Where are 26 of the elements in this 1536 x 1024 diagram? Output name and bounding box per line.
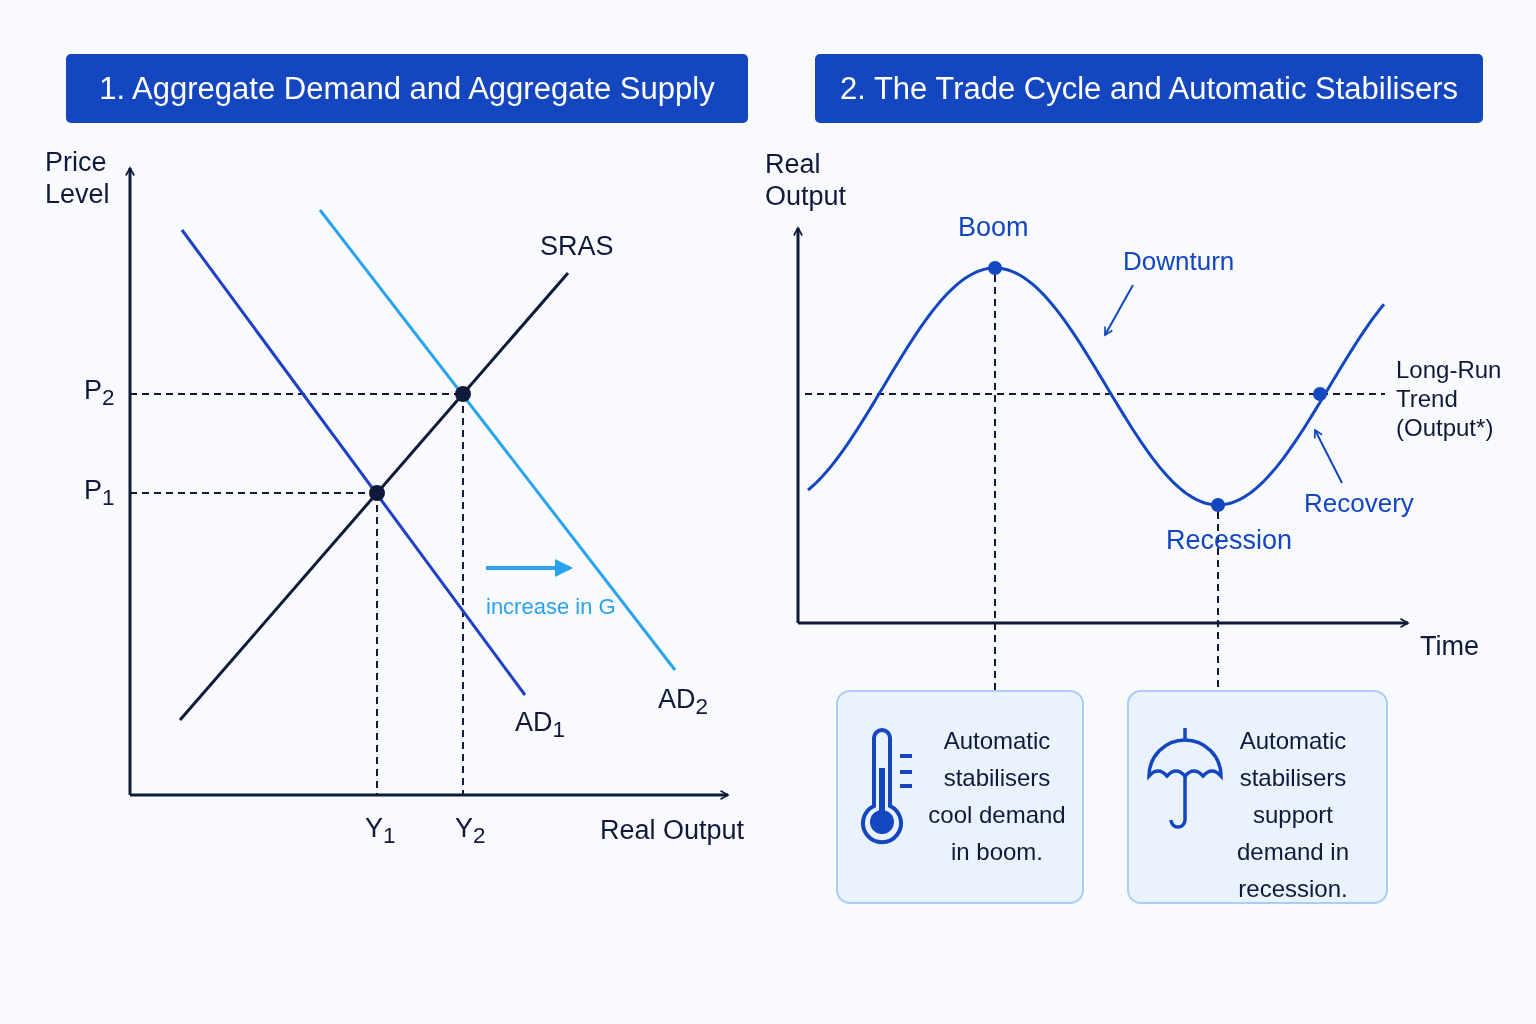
phase-label: Boom <box>958 211 1029 244</box>
leader-arrow <box>1313 429 1343 484</box>
tick-label: Y$_{1}$ <box>365 812 396 850</box>
panel-heading: 1. Aggregate Demand and Aggregate Supply <box>66 54 748 123</box>
trend-label: Long-Run Trend (Output*) <box>1396 356 1503 443</box>
tick-label: P$_{2}$ <box>84 374 115 412</box>
curve-label: SRAS <box>540 230 614 263</box>
curve-label: AD$_{2}$ <box>658 683 709 721</box>
tick-label: Y$_{2}$ <box>455 812 486 850</box>
phase-label: Downturn <box>1123 246 1235 278</box>
tick-label: P$_{1}$ <box>84 474 115 512</box>
phase-label: Recovery <box>1304 488 1414 520</box>
connector-line <box>994 274 996 691</box>
leader-arrow <box>1104 284 1134 336</box>
info-card <box>1127 690 1388 904</box>
axis-label: Time <box>1420 630 1479 663</box>
card-text: Automatic stabilisers cool demand in boom. <box>927 726 1067 867</box>
shift-label: increase in G <box>486 594 616 621</box>
axis-label: Real Output <box>765 148 848 213</box>
panel-heading: 2. The Trade Cycle and Automatic Stabilisers <box>815 54 1483 123</box>
axis-label: Real Output <box>600 814 745 847</box>
phase-label: Recession <box>1166 524 1293 557</box>
curve-label: AD$_{1}$ <box>515 706 566 744</box>
info-card <box>836 690 1084 904</box>
card-text: Automatic stabilisers support demand in recession. <box>1235 726 1351 904</box>
axis-label: Price Level <box>45 146 111 211</box>
